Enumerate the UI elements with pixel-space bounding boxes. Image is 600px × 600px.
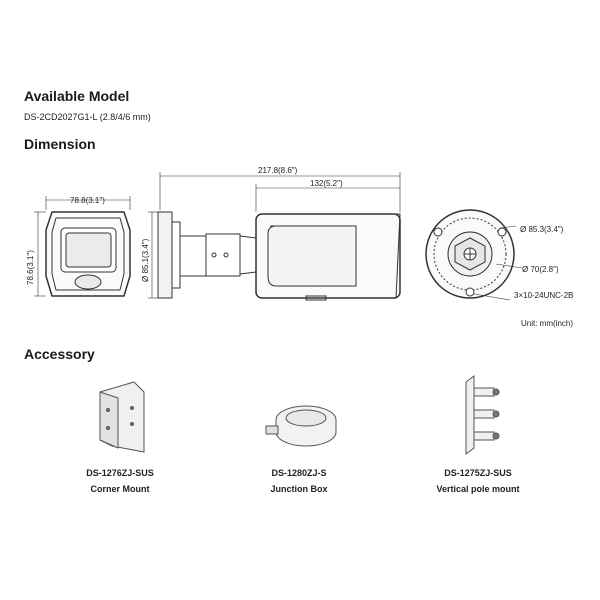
screw-spec-label: 3×10-24UNC-2B [514,291,573,300]
front-view-drawing [34,196,131,297]
dimension-heading: Dimension [24,136,96,152]
corner-mount-image [99,381,145,453]
pole-mount-model: DS-1275ZJ-SUS [444,468,512,478]
front-width-label: 78.8(3.1") [70,196,105,205]
side-view-drawing [148,172,401,301]
base-outer-diameter-label: Ø 85.3(3.4") [520,225,564,234]
pole-mount-name: Vertical pole mount [436,484,520,494]
pole-mount-image [465,375,500,455]
junction-box-name: Junction Box [270,484,328,494]
base-inner-diameter-label: Ø 70(2.8") [522,265,559,274]
total-length-label: 217.8(8.6") [258,166,298,175]
mount-diameter-label: Ø 85.1(3.4") [141,238,150,282]
unit-label: Unit: mm(inch) [521,319,573,328]
corner-mount-model: DS-1276ZJ-SUS [86,468,154,478]
model-number: DS-2CD2027G1-L (2.8/4/6 mm) [24,112,151,122]
front-height-label: 78.6(3.1") [26,250,35,285]
accessory-heading: Accessory [24,346,95,362]
body-length-label: 132(5.2") [310,179,343,188]
junction-box-image [265,405,337,447]
base-view-drawing [425,209,523,301]
junction-box-model: DS-1280ZJ-S [271,468,327,478]
corner-mount-name: Corner Mount [90,484,150,494]
available-model-heading: Available Model [24,88,130,104]
